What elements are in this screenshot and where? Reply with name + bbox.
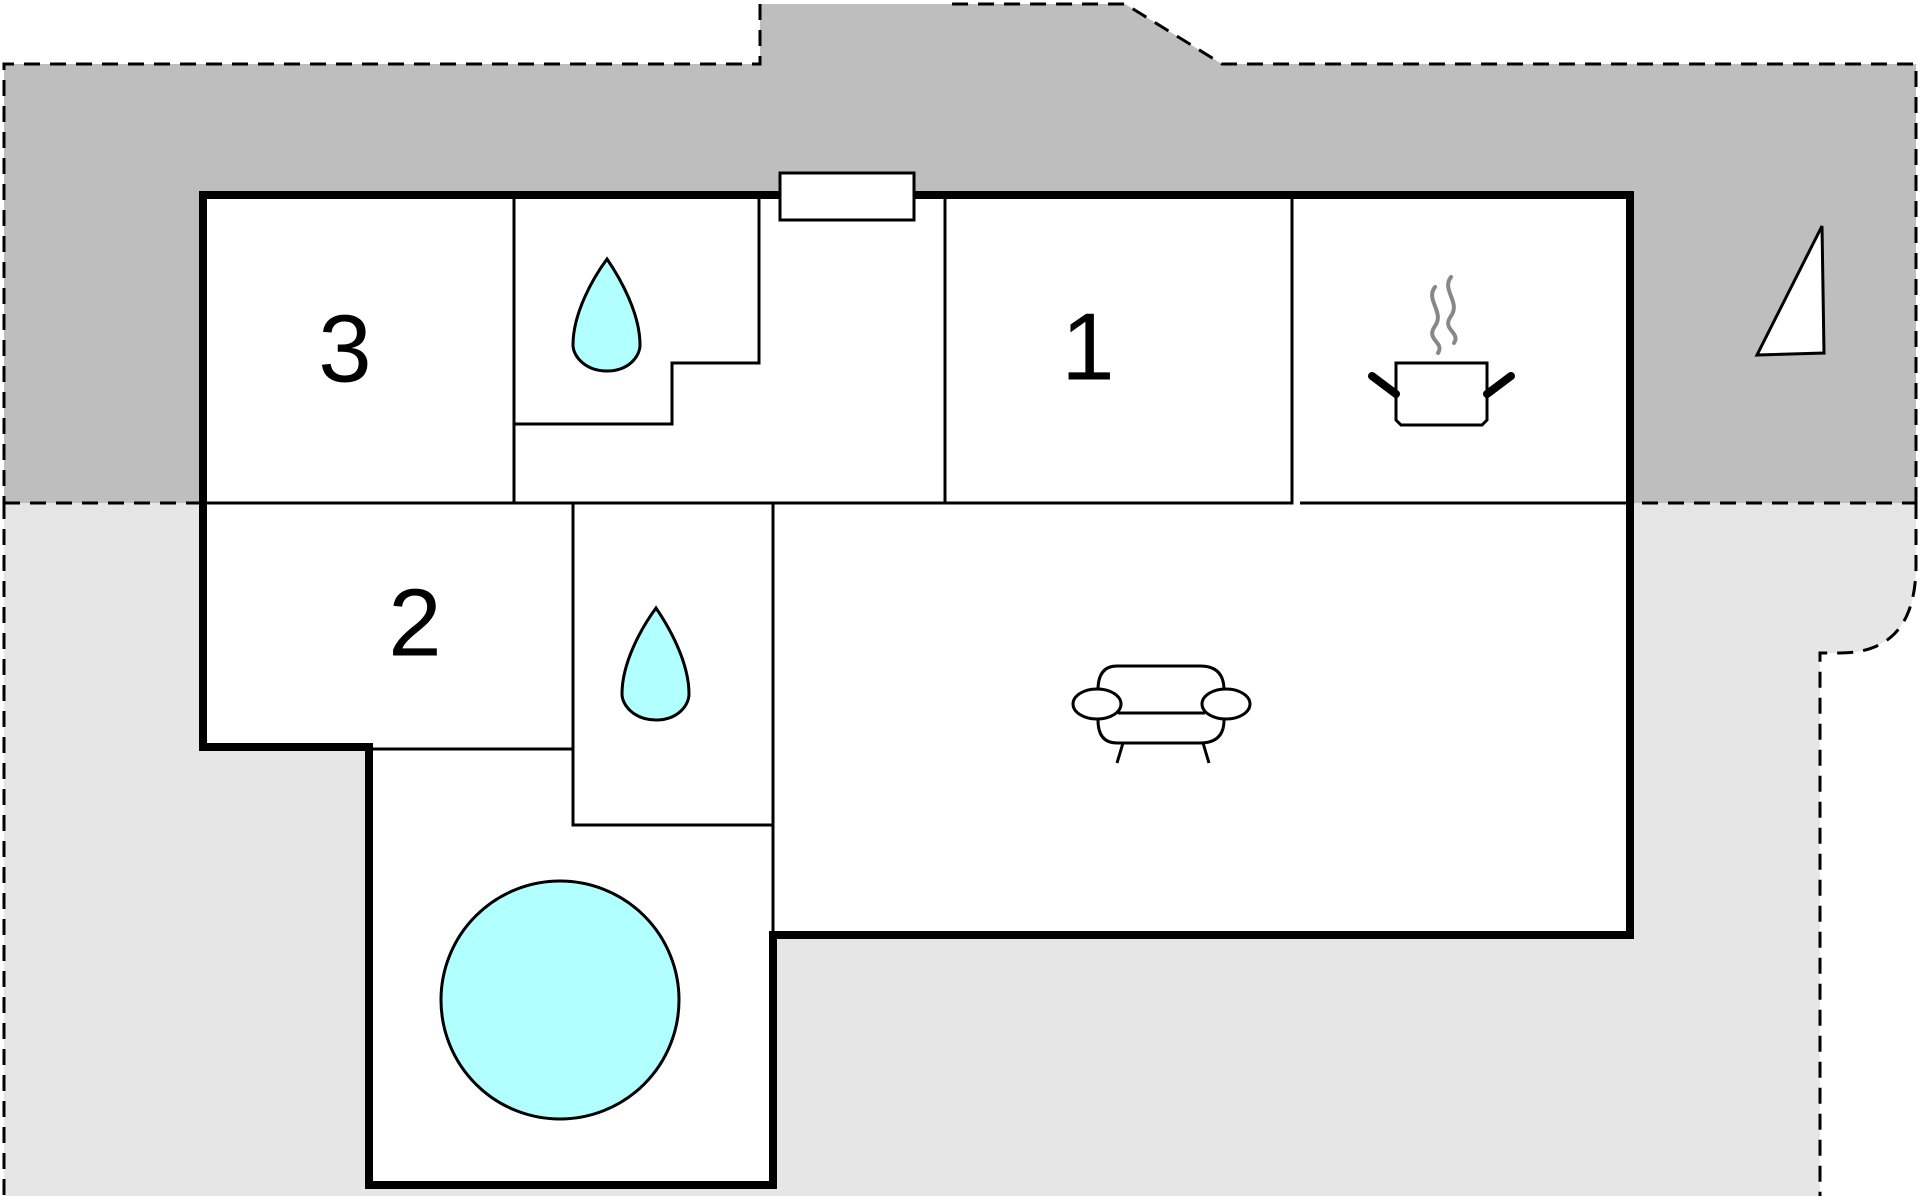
cooking-pot-icon xyxy=(1368,275,1515,427)
bedroom-2-label: 2 xyxy=(388,569,441,676)
water-drop-icon xyxy=(571,256,642,373)
sofa-icon xyxy=(1071,664,1252,764)
bedroom-1-label: 1 xyxy=(1061,293,1114,400)
hot-tub-circle xyxy=(439,879,681,1121)
water-drop-icon xyxy=(620,605,691,722)
interior-walls xyxy=(203,195,1630,935)
bedroom-3-label: 3 xyxy=(318,295,371,402)
exterior-walls xyxy=(199,191,1634,1189)
entrance-door xyxy=(778,171,916,222)
north-arrow-icon xyxy=(1754,225,1826,357)
